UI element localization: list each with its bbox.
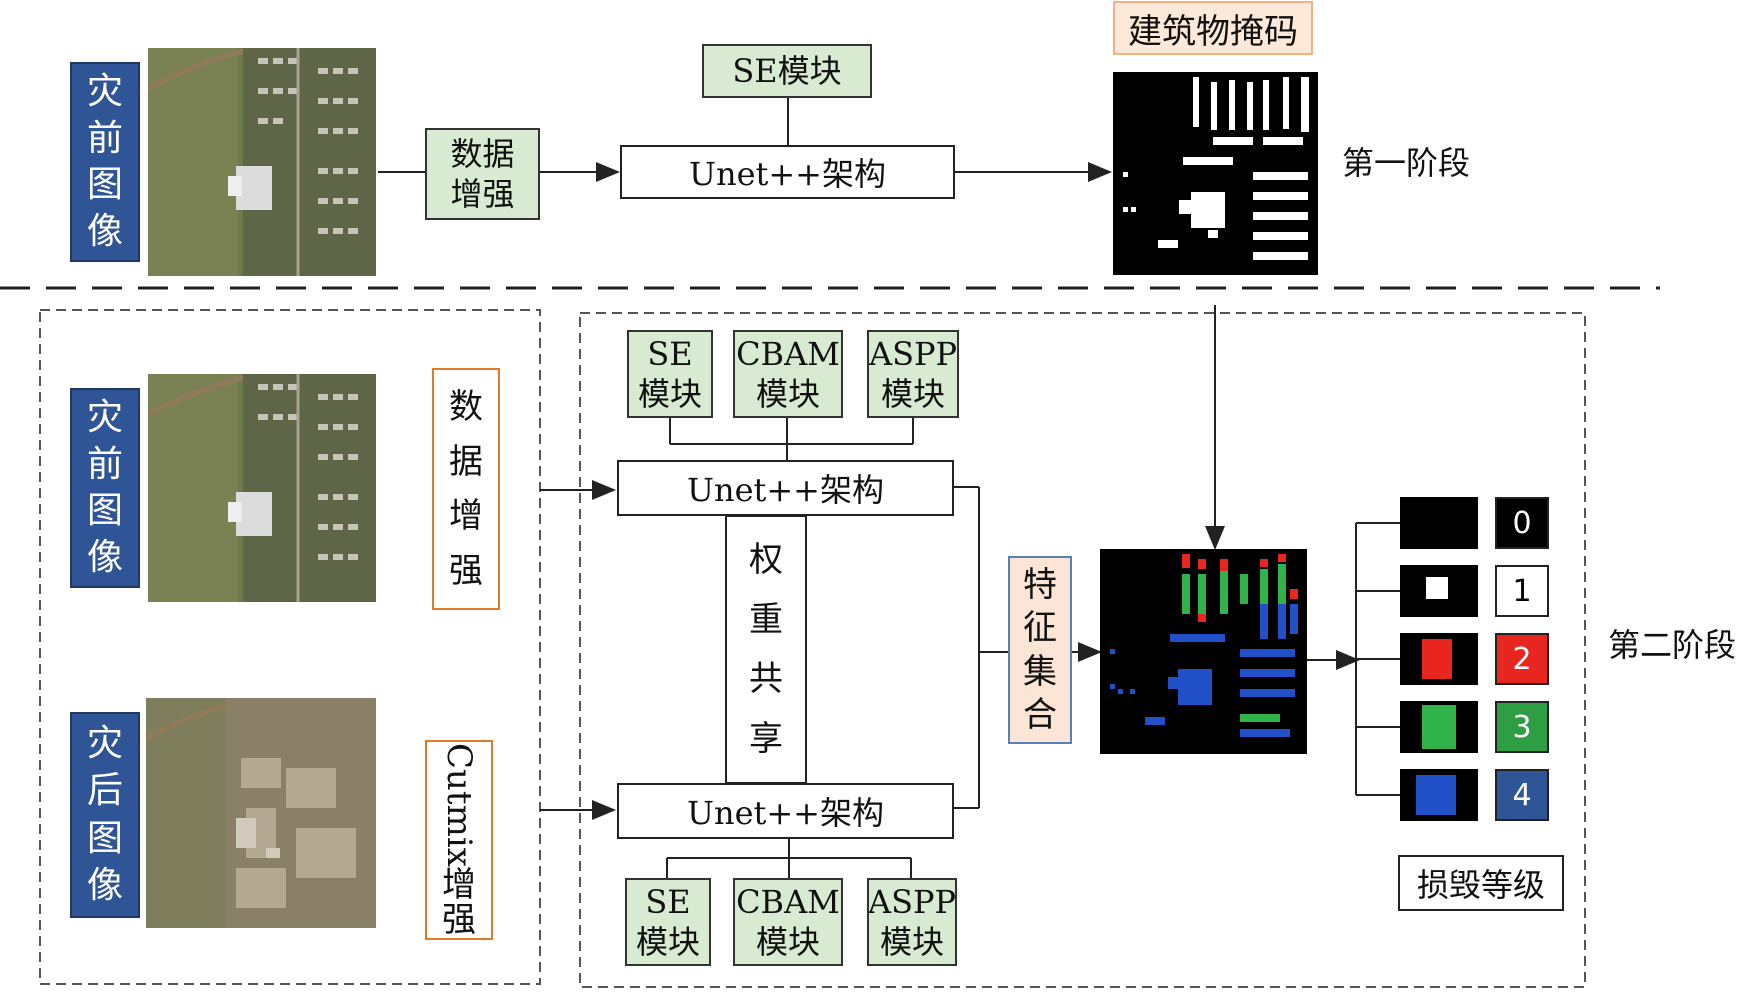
model-group-frame — [579, 312, 1586, 988]
damage-level-legend: 损毁等级 — [1398, 855, 1564, 911]
damage-level-4-badge: 4 — [1495, 769, 1549, 821]
s1-building-mask-label: 建筑物掩码 — [1113, 1, 1313, 55]
s1-se-module-box: SE模块 — [702, 44, 872, 98]
s2-top-cbam-module: CBAM 模块 — [733, 330, 843, 418]
s2-top-se-module: SE 模块 — [627, 330, 713, 418]
s1-pre-image-label: 灾 前 图 像 — [70, 62, 140, 262]
stage1-label: 第一阶段 — [1342, 144, 1471, 182]
s2-post-disaster-image — [146, 698, 376, 928]
input-group-frame — [39, 309, 541, 985]
damage-prediction-image — [1100, 549, 1307, 754]
damage-level-3-thumb — [1400, 701, 1478, 753]
stage2-label: 第二阶段 — [1608, 626, 1737, 664]
s2-cutmix-augmentation-box: Cutmix 增 强 — [425, 740, 493, 940]
damage-level-4-thumb — [1400, 769, 1478, 821]
damage-level-1-badge: 1 — [1495, 565, 1549, 617]
s2-bottom-cbam-module: CBAM 模块 — [733, 878, 843, 966]
s2-post-image-label: 灾 后 图 像 — [70, 712, 140, 918]
s1-data-augmentation-box: 数据 增强 — [425, 128, 540, 220]
damage-level-0-thumb — [1400, 497, 1478, 549]
damage-level-0-badge: 0 — [1495, 497, 1549, 549]
s2-data-augmentation-box: 数 据 增 强 — [432, 368, 500, 610]
weight-sharing-box: 权 重 共 享 — [725, 515, 807, 784]
s2-pre-disaster-image — [148, 374, 376, 602]
s1-unet-box: Unet++架构 — [620, 145, 955, 199]
s2-pre-image-label: 灾 前 图 像 — [70, 388, 140, 588]
s1-building-mask-image — [1113, 72, 1318, 275]
damage-level-3-badge: 3 — [1495, 701, 1549, 753]
s2-bottom-aspp-module: ASPP 模块 — [867, 878, 957, 966]
damage-level-2-badge: 2 — [1495, 633, 1549, 685]
s2-top-aspp-module: ASPP 模块 — [867, 330, 959, 418]
feature-set-box: 特 征 集 合 — [1008, 556, 1072, 744]
s2-bottom-se-module: SE 模块 — [625, 878, 711, 966]
damage-level-1-thumb — [1400, 565, 1478, 617]
s1-pre-disaster-image — [148, 48, 376, 276]
s2-unet-top-box: Unet++架构 — [617, 460, 954, 516]
damage-level-2-thumb — [1400, 633, 1478, 685]
s2-unet-bottom-box: Unet++架构 — [617, 783, 954, 839]
